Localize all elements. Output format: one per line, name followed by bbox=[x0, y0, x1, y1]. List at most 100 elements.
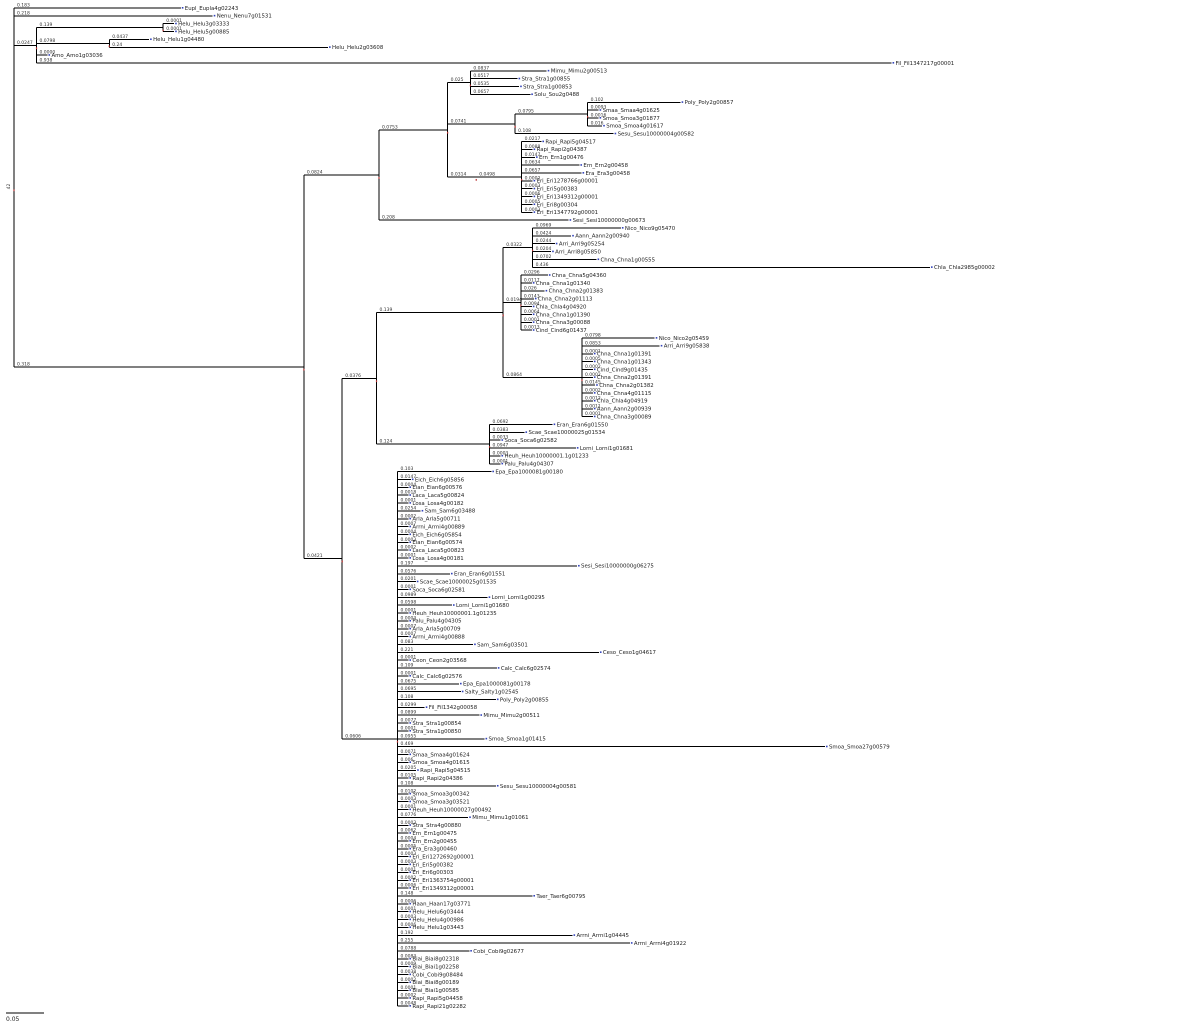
tip-marker bbox=[409, 957, 412, 960]
leaf-label: Era_Era3g00458 bbox=[586, 171, 631, 177]
tip-marker bbox=[409, 981, 412, 984]
tip-marker bbox=[533, 211, 536, 213]
leaf-label: Stra_Stra1g00850 bbox=[412, 729, 461, 735]
tip-marker bbox=[452, 604, 455, 606]
leaf-label: Eri_Eri1347792g00001 bbox=[537, 210, 599, 216]
leaf-label: Era_Era3g00460 bbox=[412, 847, 457, 853]
branch-length-label: 0.0003 bbox=[525, 207, 541, 213]
leaf-label: Helu_Helu2g03608 bbox=[332, 45, 384, 51]
tip-marker bbox=[213, 14, 216, 17]
tip-marker bbox=[531, 93, 533, 96]
tip-marker bbox=[409, 486, 412, 488]
leaf-label: Sesu_Sesu10000004g00581 bbox=[500, 784, 577, 790]
node-marker bbox=[35, 47, 38, 50]
tip-marker bbox=[593, 407, 596, 410]
branch-length-label: 0.218 bbox=[17, 10, 30, 16]
tip-marker bbox=[681, 101, 684, 103]
leaf-label: Stra_Stra4g00880 bbox=[412, 823, 461, 829]
leaf-label: Eri_Eri5g00383 bbox=[537, 187, 578, 193]
tip-marker bbox=[409, 879, 412, 881]
node-marker bbox=[108, 45, 110, 48]
branch-length-label: 0.0064 bbox=[524, 309, 540, 315]
node-marker bbox=[514, 125, 516, 128]
tip-marker bbox=[496, 784, 499, 787]
branch-length-label: 0.108 bbox=[518, 128, 531, 134]
branch-length-label: 0.0003 bbox=[400, 820, 416, 826]
tip-marker bbox=[409, 902, 412, 905]
tip-marker bbox=[409, 839, 412, 842]
node-marker bbox=[303, 368, 305, 371]
branch-length-label: 0.192 bbox=[400, 930, 413, 936]
tip-marker bbox=[409, 800, 412, 803]
leaf-label: Poly_Poly2g00855 bbox=[500, 697, 549, 703]
branch-length-label: 0.0692 bbox=[493, 419, 509, 425]
branch-length-label: 0.0535 bbox=[473, 81, 489, 87]
leaf-label: Chla_Chla4g04919 bbox=[597, 399, 648, 405]
tip-marker bbox=[576, 447, 579, 449]
branch-length-label: 0.0117 bbox=[524, 278, 540, 284]
leaf-label: Smaa_Smaa4g01624 bbox=[412, 752, 470, 758]
tip-marker bbox=[409, 533, 412, 536]
leaf-label: Helu_Helu4g00986 bbox=[412, 917, 464, 923]
leaf-label: Mimu_Mimu2g00511 bbox=[483, 713, 539, 719]
support-label: 42 bbox=[6, 184, 12, 190]
tip-marker bbox=[409, 918, 412, 921]
branch-length-label: 0.0517 bbox=[473, 73, 489, 79]
leaf-label: Nenu_Nenu7g01531 bbox=[217, 14, 272, 20]
tip-marker bbox=[552, 250, 554, 253]
branch-length-label: 0.0899 bbox=[400, 710, 416, 716]
branch-length-label: 0.124 bbox=[380, 439, 393, 445]
branch-length-label: 0.0989 bbox=[400, 592, 416, 598]
leaf-label: Biai_Biai8g00189 bbox=[412, 980, 459, 986]
branch-length-label: 0.006 bbox=[400, 757, 413, 763]
leaf-label: Mimu_Mimu1g01061 bbox=[472, 815, 528, 821]
branch-length-label: 0.0657 bbox=[525, 168, 541, 174]
leaf-label: Rapi_Rapi5g04517 bbox=[545, 139, 595, 145]
tip-marker bbox=[425, 706, 428, 708]
leaf-label: Arrni_Arrni4g00889 bbox=[412, 524, 465, 530]
tip-marker bbox=[603, 124, 605, 127]
branch-length-label: 0.0798 bbox=[40, 38, 56, 44]
leaf-label: Scae_Scae10000025g01534 bbox=[528, 430, 605, 436]
tip-marker bbox=[409, 808, 412, 811]
node-marker bbox=[488, 446, 491, 448]
leaf-label: Eri_Eri1349312g00001 bbox=[412, 886, 474, 892]
branch-length-label: 0.0007 bbox=[400, 521, 416, 527]
tip-marker bbox=[555, 242, 558, 245]
tip-marker bbox=[597, 258, 600, 261]
tip-marker bbox=[534, 297, 537, 300]
branch-length-label: 0.0009 bbox=[400, 961, 416, 967]
leaf-label: Lorni_Lorni1g01681 bbox=[580, 446, 633, 452]
tip-marker bbox=[599, 117, 602, 119]
leaf-label: Heuh_Heuh10000001.1g01235 bbox=[412, 611, 496, 617]
tip-marker bbox=[416, 580, 419, 583]
tip-marker bbox=[569, 219, 572, 221]
leaf-label: Arla_Arla5g00709 bbox=[412, 627, 461, 633]
branch-length-label: 0.318 bbox=[17, 361, 30, 367]
tip-marker bbox=[421, 509, 424, 512]
branch-length-label: 0.0003 bbox=[400, 615, 416, 621]
node-marker bbox=[581, 379, 583, 382]
leaf-label: Palu_Palu4g04305 bbox=[412, 619, 461, 625]
branch-length-label: 0.0001 bbox=[585, 411, 601, 417]
branch-length-label: 0.197 bbox=[400, 560, 413, 566]
branch-length-label: 0.148 bbox=[400, 890, 413, 896]
tip-marker bbox=[545, 289, 548, 292]
node-marker bbox=[469, 84, 472, 87]
branch-length-label: 0.0205 bbox=[400, 765, 416, 771]
tip-marker bbox=[532, 305, 535, 308]
tip-marker bbox=[409, 910, 412, 913]
tip-marker bbox=[409, 965, 412, 968]
leaf-label: Helu_Helu6g03444 bbox=[412, 910, 464, 916]
leaf-label: Cind_Cind6g01437 bbox=[536, 328, 587, 334]
tip-marker bbox=[409, 887, 412, 889]
branch-length-label: 0.0675 bbox=[400, 678, 416, 684]
leaf-label: Heuh_Heuh10000027g00492 bbox=[412, 807, 491, 813]
leaf-label: Laca_Laca5g00823 bbox=[412, 548, 464, 554]
tip-marker bbox=[417, 769, 419, 771]
tip-marker bbox=[532, 282, 535, 284]
branch-length-label: 0.0003 bbox=[400, 796, 416, 802]
leaf-label: Eran_Eran6g01551 bbox=[454, 572, 505, 578]
branch-length-label: 0.0217 bbox=[525, 136, 541, 142]
leaf-label: Chna_Chna3g00089 bbox=[597, 414, 652, 420]
